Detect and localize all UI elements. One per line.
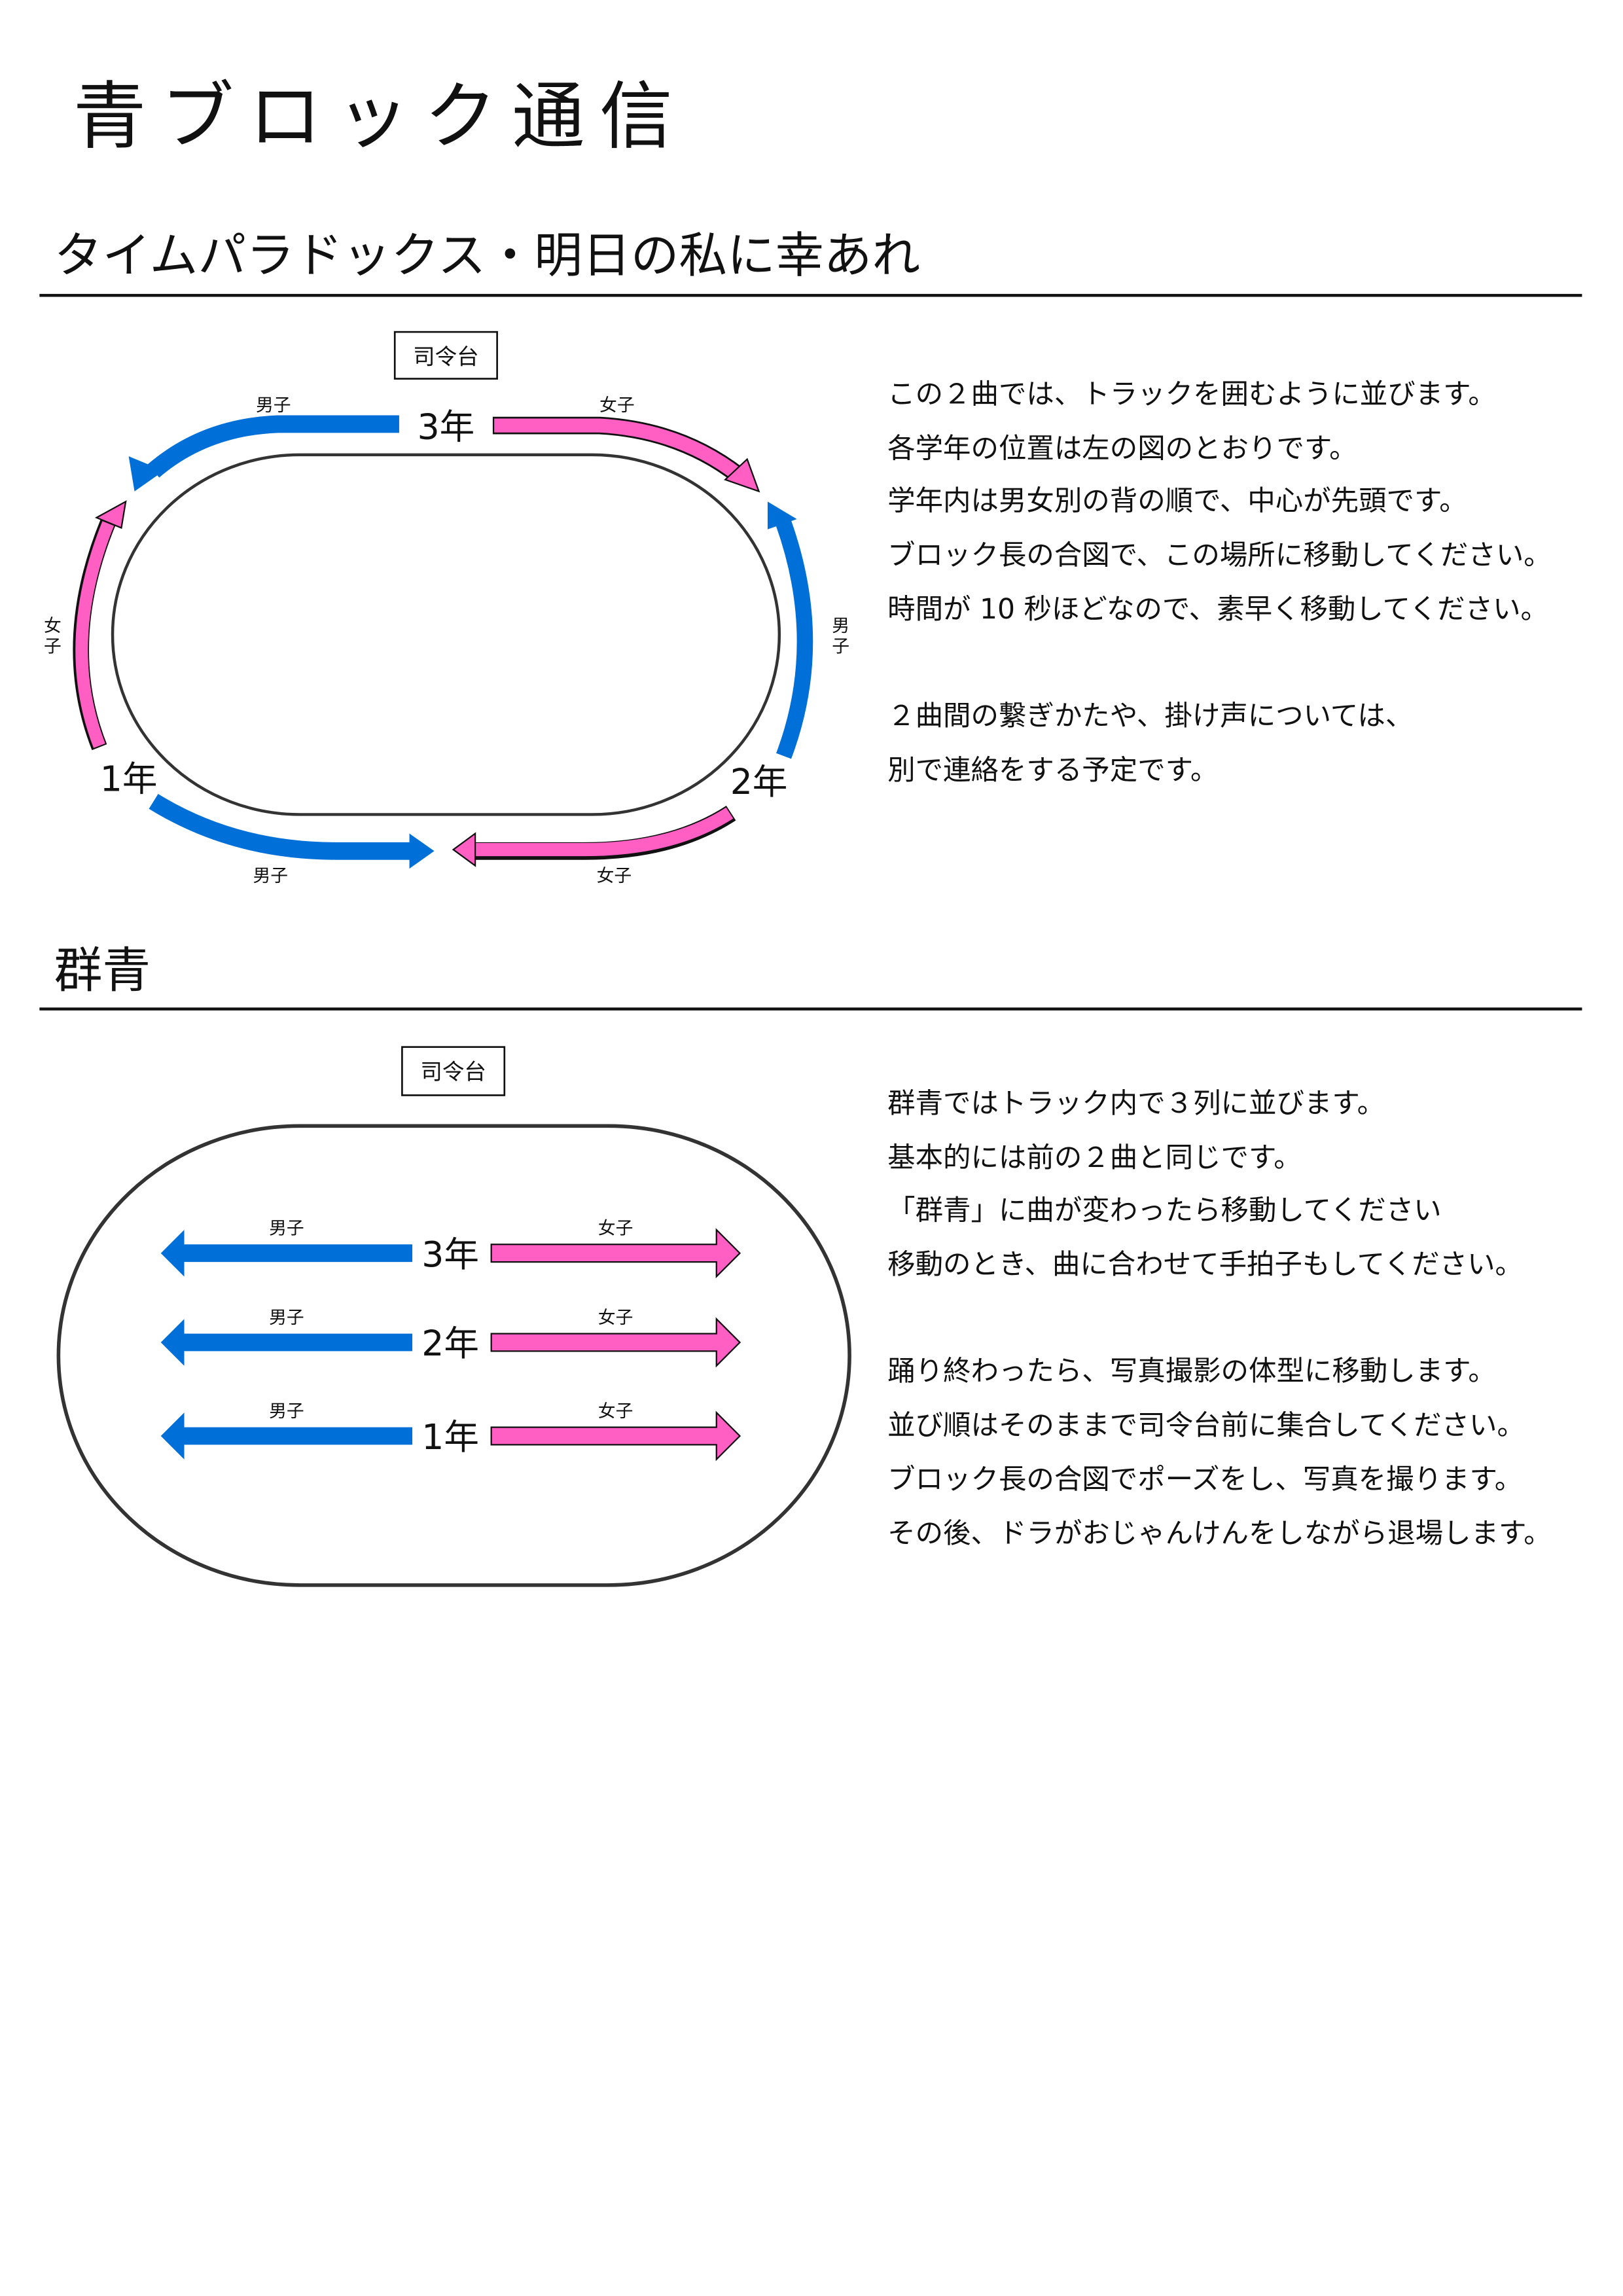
- section1-divider: [39, 294, 1582, 297]
- girls-vertical-label-1: 女: [44, 616, 62, 636]
- section2-heading: 群青: [54, 941, 151, 999]
- boys-label: 男子: [269, 1401, 304, 1422]
- grade-label: 1年: [421, 1416, 479, 1458]
- text-line: 基本的には前の２曲と同じです。: [887, 1141, 1302, 1174]
- stand-box: [401, 1046, 506, 1096]
- boys-vertical-label-2: 子: [832, 636, 849, 656]
- boys-label: 男子: [269, 1308, 304, 1328]
- boys-label: 男子: [269, 1219, 304, 1239]
- boys-vertical-label-1: 男: [832, 616, 849, 636]
- arrow-grade2-boys: [767, 501, 813, 759]
- grade-label: 2年: [421, 1323, 479, 1364]
- section2-divider: [39, 1007, 1582, 1011]
- girls-arrow: [490, 1317, 741, 1368]
- text-line: [887, 637, 1552, 691]
- girls-vertical-label-2: 子: [44, 636, 62, 656]
- girls-label: 女子: [599, 395, 635, 416]
- grade3-label: 3年: [418, 406, 475, 447]
- arrow-grade2-girls: [452, 805, 736, 867]
- row-grade-1: 1年 男子 女子: [160, 1401, 741, 1462]
- text-line: 「群青」に曲が変わったら移動してください: [887, 1195, 1442, 1228]
- track-oval: [56, 1124, 851, 1587]
- text-line: 各学年の位置は左の図のとおりです。: [887, 432, 1357, 465]
- text-line: ２曲間の繋ぎかたや、掛け声については、: [887, 700, 1414, 733]
- document-title: 青ブロック通信: [73, 74, 688, 160]
- boys-arrow: [160, 1229, 413, 1277]
- text-line: [887, 1292, 1552, 1346]
- row-grade-2: 2年 男子 女子: [160, 1308, 741, 1368]
- grade-label: 3年: [421, 1234, 479, 1275]
- text-line: 移動のとき、曲に合わせて手拍子もしてください。: [887, 1249, 1524, 1282]
- text-line: 群青ではトラック内で３列に並びます。: [887, 1088, 1385, 1121]
- grade2-label: 2年: [730, 761, 788, 802]
- track-diagram-1: 司令台: [44, 331, 849, 886]
- text-line: 時間が 10 秒ほどなので、素早く移動してください。: [887, 593, 1548, 626]
- arrow-grade1-girls: [73, 500, 127, 751]
- girls-arrow: [490, 1228, 741, 1279]
- stand-label: 司令台: [413, 344, 479, 369]
- boys-label: 男子: [256, 395, 291, 416]
- arrow-grade3-girls: [492, 416, 760, 493]
- text-line: 別で連絡をする予定です。: [887, 754, 1219, 787]
- arrow-grade1-boys: [149, 793, 435, 869]
- section2-text: 群青ではトラック内で３列に並びます。 基本的には前の２曲と同じです。 「群青」に…: [887, 1078, 1552, 1561]
- section1-text: この２曲では、トラックを囲むように並びます。 各学年の位置は左の図のとおりです。…: [887, 368, 1552, 798]
- row-grade-3: 3年 男子 女子: [160, 1219, 741, 1279]
- track-oval: [111, 453, 781, 816]
- text-line: ブロック長の合図で、この場所に移動してください。: [887, 539, 1552, 572]
- girls-arrow: [490, 1410, 741, 1462]
- text-line: 並び順はそのままで司令台前に集合してください。: [887, 1410, 1525, 1443]
- text-line: 学年内は男女別の背の順で、中心が先頭です。: [887, 486, 1467, 518]
- section1-heading: タイムパラドックス・明日の私に幸あれ: [54, 226, 921, 284]
- boys-arrow: [160, 1412, 413, 1460]
- text-line: その後、ドラがおじゃんけんをしながら退場します。: [887, 1516, 1552, 1550]
- stand-label: 司令台: [420, 1059, 486, 1085]
- grade1-label: 1年: [100, 759, 158, 800]
- girls-label: 女子: [598, 1401, 633, 1422]
- girls-label: 女子: [598, 1219, 633, 1239]
- text-line: 踊り終わったら、写真撮影の体型に移動します。: [887, 1356, 1496, 1389]
- boys-arrow: [160, 1319, 413, 1366]
- arrow-grade3-boys: [128, 415, 399, 492]
- stand-box: [393, 331, 498, 380]
- boys-label: 男子: [253, 866, 289, 886]
- girls-label: 女子: [598, 1308, 633, 1328]
- track-diagram-2: 司令台: [56, 1046, 851, 1587]
- text-line: ブロック長の合図でポーズをし、写真を撮ります。: [887, 1463, 1523, 1496]
- girls-label: 女子: [597, 866, 632, 886]
- text-line: この２曲では、トラックを囲むように並びます。: [887, 378, 1496, 411]
